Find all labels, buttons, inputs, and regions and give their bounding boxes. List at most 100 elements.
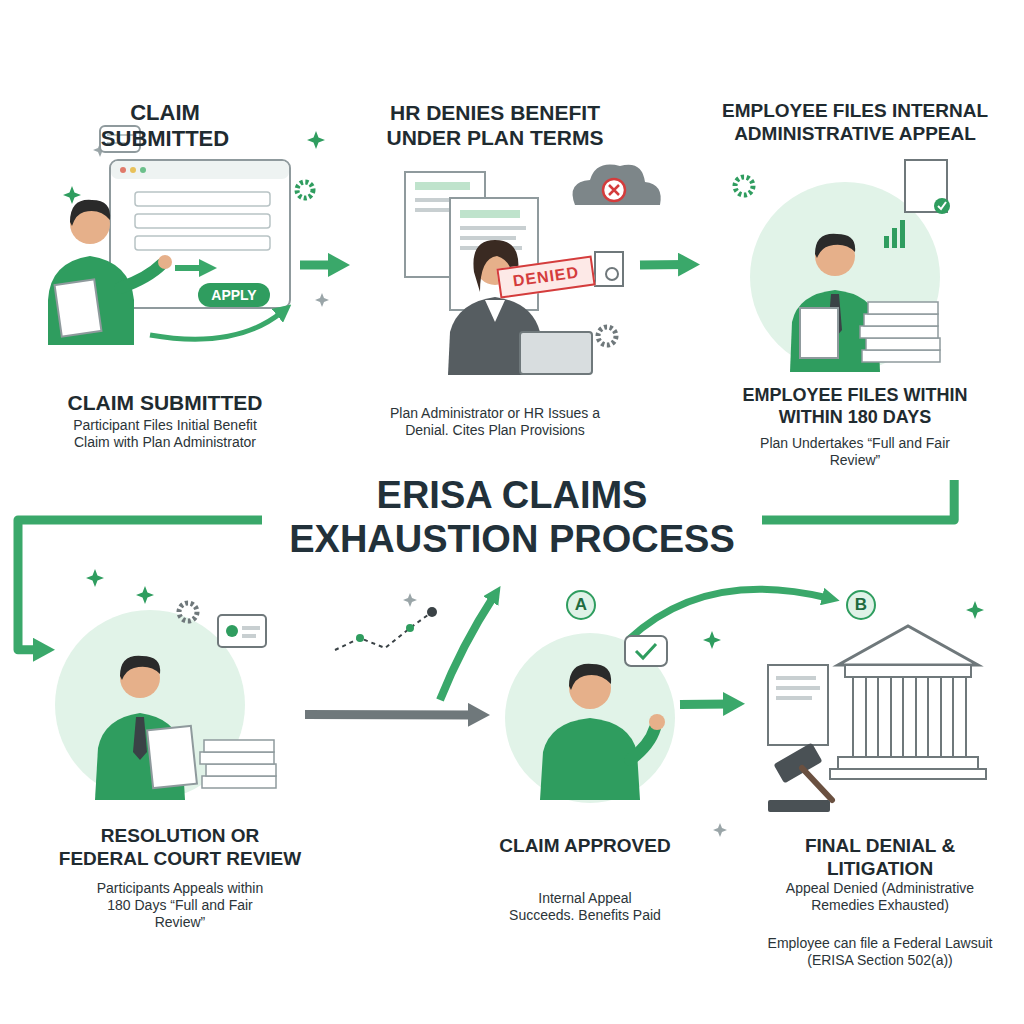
step-description: Employee can file a Federal Lawsuit (ERI… [760,935,1000,969]
doc-line [460,210,520,218]
paper-stack [864,314,938,326]
sparkle [307,131,325,149]
curved-arrow [150,312,282,339]
check-badge [934,198,950,214]
gear-icon [735,177,753,195]
process-step: CLAIM APPROVED Internal Appeal Succeeds. … [490,630,680,940]
trend-dot [427,607,437,617]
paper-sheet [800,308,838,358]
paper-stack [204,740,274,752]
step-heading: HR DENIES BENEFIT UNDER PLAN TERMS [360,100,630,150]
apply-button: APPLY [198,283,270,307]
doc-icon [595,252,623,286]
person-hand [158,255,172,269]
courthouse-column [953,677,966,757]
courthouse-roof [838,626,978,665]
sparkle [63,186,81,204]
flow-arrow [300,260,336,269]
chart-bar [884,236,889,248]
reject-badge [603,179,625,201]
backdrop-circle [505,633,675,803]
paper-stack [206,764,276,776]
paper-sheet [147,726,197,788]
check-mark [636,644,656,658]
courthouse-column [903,677,916,757]
thumbs-up [649,714,665,730]
shirt-collar [485,300,505,322]
person-hair [70,200,110,226]
window-dot [140,167,146,173]
form-field [135,214,270,228]
sparkle [403,593,417,607]
paper-stack [200,752,274,764]
gavel-head [773,742,822,783]
flow-arrow [680,699,731,709]
sparkle [136,586,154,604]
sparkle [703,631,721,649]
magnifier [606,268,618,280]
step-description: Participants Appeals within 180 Days “Fu… [85,880,275,930]
check-mark [938,202,946,209]
window-dot [120,167,126,173]
paper-sheet [55,279,102,336]
up-arrow [440,596,494,700]
branch-letter: A [566,590,596,620]
branch-letter: B [846,590,876,620]
step-heading: RESOLUTION OR FEDERAL COURT REVIEW [55,825,305,871]
gear-icon [598,327,616,345]
laptop [520,332,592,374]
gavel-block [768,800,830,812]
browser-bar [111,161,289,179]
trend-line [335,612,432,650]
step-heading: CLAIM APPROVED [490,835,680,858]
person-hair [815,234,855,258]
profile-card [218,615,266,647]
gear-icon [297,182,313,198]
doc-line [776,686,820,690]
card-line [242,634,256,638]
chart-bar [900,220,905,248]
step-heading: EMPLOYEE FILES WITHIN WITHIN 180 DAYS [740,385,970,428]
step-description: Plan Undertakes “Full and Fair Review” [750,435,960,469]
courthouse-column [878,677,891,757]
browser-window [110,160,290,308]
sparkle [315,293,329,307]
step-heading: EMPLOYEE FILES INTERNAL ADMINISTRATIVE A… [700,100,1010,146]
doc-line [776,696,812,700]
step-description: Appeal Denied (Administrative Remedies E… [775,880,985,914]
step-description: Internal Appeal Succeeds. Benefits Paid [505,890,665,924]
person-arm [630,728,655,760]
courthouse-column [853,677,866,757]
trend-dot [356,634,364,642]
step-heading: CLAIM SUBMITTED [40,390,290,415]
profile-avatar [226,625,238,637]
process-step: EMPLOYEE FILES INTERNAL ADMINISTRATIVE A… [700,95,1010,480]
pointer-arrow [175,265,205,271]
process-step: RESOLUTION OR FEDERAL COURT REVIEW Partic… [55,570,305,950]
doc-line [460,226,526,230]
person-torso [48,256,134,345]
process-step: FINAL DENIAL & LITIGATIONAppeal Denied (… [745,630,1015,990]
paper-stack [862,350,940,362]
form-field [135,236,270,250]
branch-arrow [628,589,828,640]
courthouse-base [838,757,978,769]
chat-bubble [625,636,667,666]
card-line [242,626,260,630]
flow-arrow [305,710,476,720]
person-hair [120,656,160,680]
paper-stack [866,338,940,350]
doc-line [776,676,816,680]
document [768,665,828,745]
cloud-icon [573,165,661,205]
necktie [133,717,147,760]
step-heading: FINAL DENIAL & LITIGATION [765,835,995,881]
window-dot [130,167,136,173]
person-hair [569,664,611,690]
trend-dot [406,624,414,632]
flow-arrow [640,260,686,269]
paper-stack [202,776,276,788]
reject-x [609,185,619,195]
courthouse-column [928,677,941,757]
